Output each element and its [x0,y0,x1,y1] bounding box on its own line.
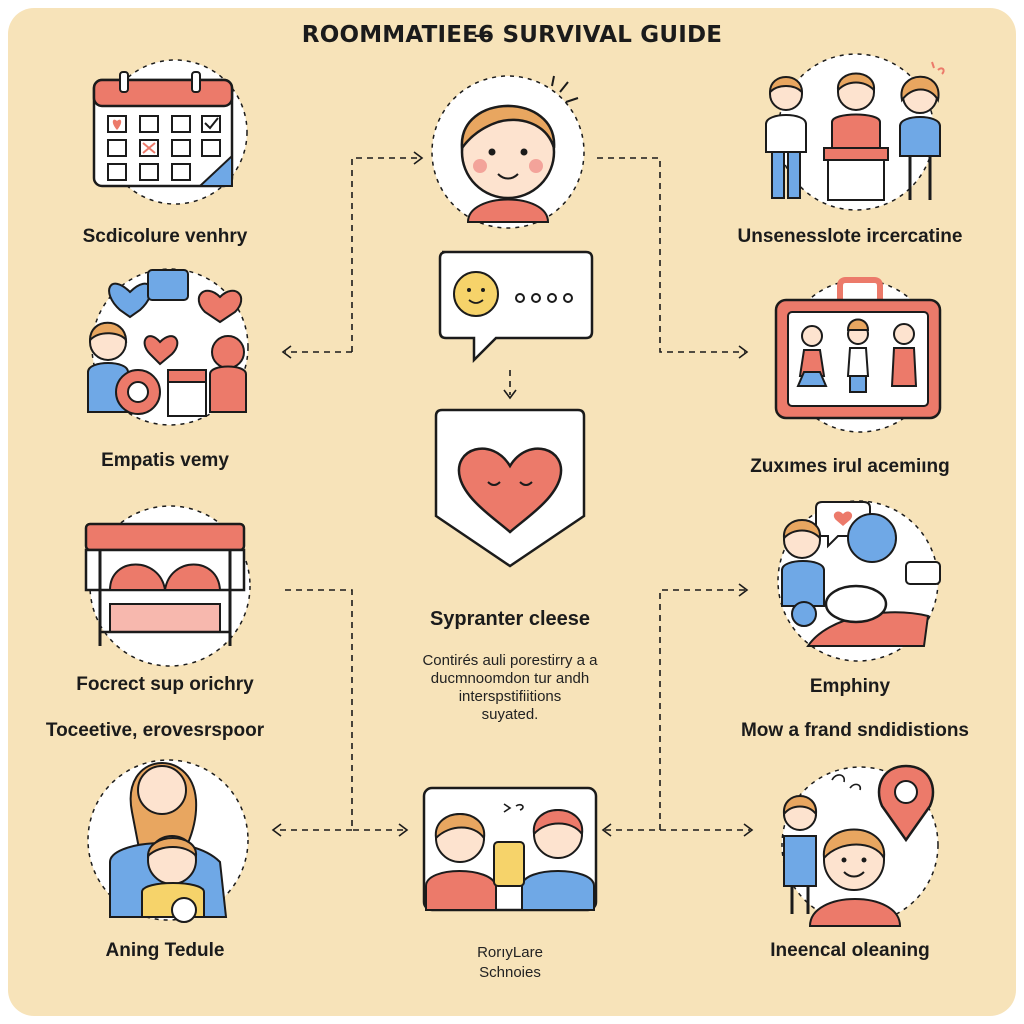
bottom-caption-2: Schnoies [479,964,541,981]
label-emphiny: Emphiny [809,676,891,697]
label-respect: Toceetive, erovesrspoor [45,720,265,741]
center-description-1: Contirés auli porestirry a a [422,652,598,669]
label-mow: Mow a frand sndidistions [740,720,969,741]
empathy-people-icon [87,268,249,426]
label-aning: Aning Tedule [105,940,225,961]
sharing-people-icon [422,786,598,912]
label-focus: Focrect sup orichry [76,674,254,695]
label-unsenesslote: Unsenesslote ircercatine [737,226,963,247]
label-schedule: Scdicolure venhry [82,226,248,247]
label-ineencal: Ineencal oleaning [770,940,930,961]
poster-title: ROOMMATIEE6̶ SURVIVAL GUIDE [301,22,723,48]
label-center: Sypranter cleese [429,608,591,630]
bottom-caption-1: RorıyLare [477,944,543,961]
center-description-2: ducmnoomdon tur andh [430,670,590,687]
group-people-icon [765,53,945,211]
label-empathy: Empatis vemy [101,450,229,471]
parent-child-icon [87,759,249,923]
chat-people-icon [777,500,941,662]
heart-shield-icon [434,408,586,568]
center-description-4: suyated. [481,706,539,723]
center-description-3: interspstifiitions [458,688,562,705]
label-zuximes: Zuxımes irul acemiıng [750,456,950,477]
location-pin-icon [781,764,939,927]
frame-people-icon [774,277,942,433]
person-face-icon [431,75,585,229]
calendar-icon [92,59,248,205]
speech-bubble-icon [438,250,594,364]
bed-icon [84,505,251,667]
